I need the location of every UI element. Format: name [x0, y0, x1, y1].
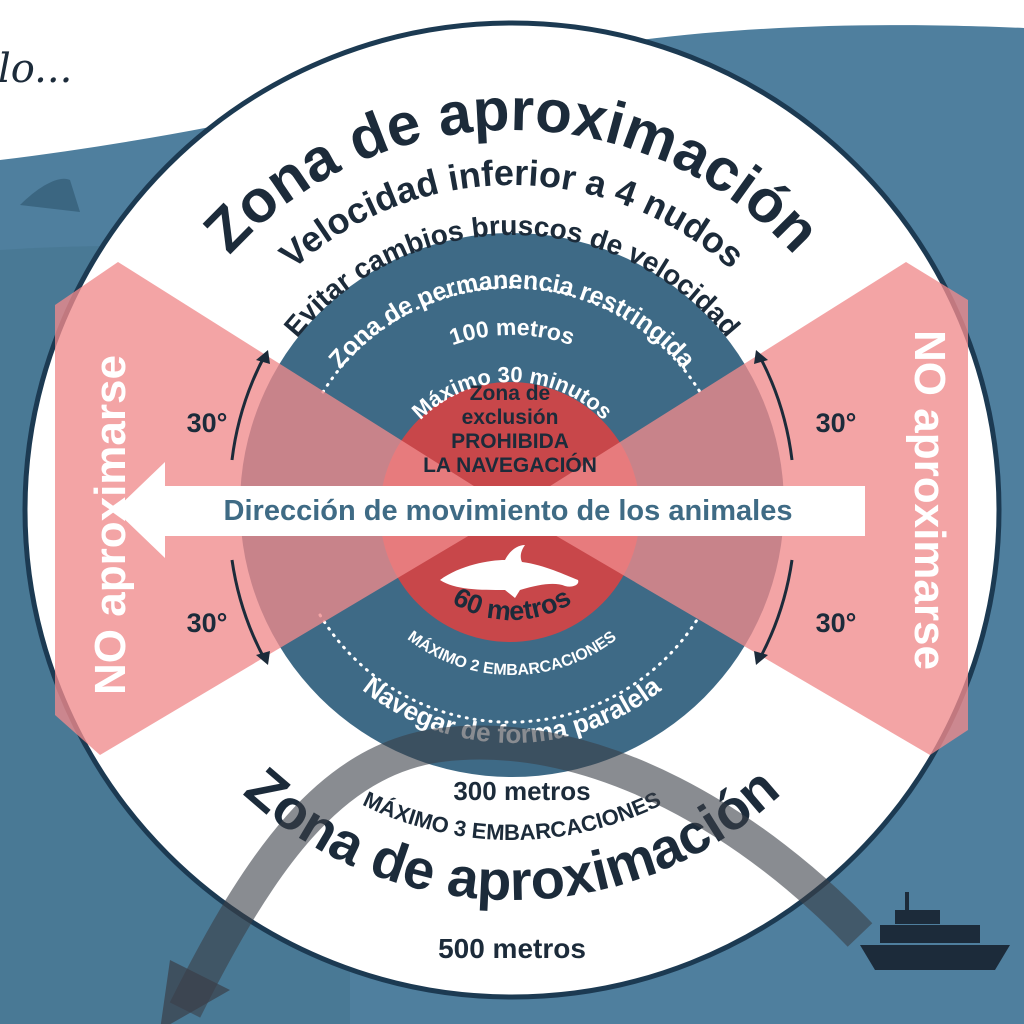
- angle-label-top-right: 30°: [816, 408, 857, 438]
- dolphin-icon: [440, 545, 579, 598]
- direction-arrow: [115, 462, 865, 558]
- angle-label-bottom-left: 30°: [187, 608, 228, 638]
- exclusion-line1: Zona de: [470, 382, 551, 405]
- angle-label-bottom-right: 30°: [816, 608, 857, 638]
- path-arrowhead-icon: [160, 960, 230, 1024]
- no-approach-left: NO aproximarse: [86, 355, 135, 695]
- distance-300: 300 metros: [453, 776, 590, 806]
- angle-arrows: [230, 350, 794, 665]
- dolphin-fin-icon: [20, 178, 80, 212]
- exclusion-line4: LA NAVEGACIÓN: [423, 453, 597, 477]
- boat-path: [169, 725, 873, 1018]
- exclusion-line2: exclusión: [462, 406, 559, 429]
- dotted-arc-top: [321, 285, 702, 394]
- boat-icon: [860, 892, 1010, 970]
- corner-text: lo...: [0, 46, 72, 92]
- distance-500: 500 metros: [438, 933, 586, 964]
- exclusion-line3: PROHIBIDA: [451, 430, 569, 453]
- angle-label-top-left: 30°: [187, 408, 228, 438]
- no-approach-right: NO aproximarse: [905, 330, 954, 670]
- direction-label: Dirección de movimiento de los animales: [224, 495, 793, 527]
